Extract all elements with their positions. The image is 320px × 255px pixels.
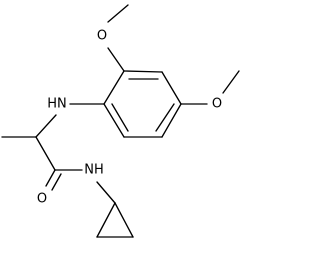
atom-label-nh-amide: NH [84, 163, 104, 178]
bond-ring-3 [161, 103, 182, 138]
bond-carbonyl-double-inner [51, 173, 62, 191]
bond-o-right-methyl [222, 70, 240, 94]
bond-chiral-carbon-carbonyl-carbon [35, 136, 56, 171]
bond-ring-1 [123, 70, 163, 73]
bond-carbonyl-double-outer [45, 169, 56, 187]
bond-ring-inner-2 [155, 103, 175, 132]
atom-label-nh-amine: HN [47, 97, 67, 112]
bond-ring-6 [103, 70, 125, 105]
bond-cyclopropyl-3 [114, 202, 134, 238]
atom-label-o-carbonyl: O [37, 192, 47, 207]
bond-nh-chiral-carbon [35, 114, 57, 138]
atom-label-o-right: O [212, 97, 222, 112]
bond-o-top-ring [107, 47, 125, 72]
bond-ring-5 [103, 103, 125, 138]
structure-canvas: O HN O O NH [1, 4, 240, 238]
bond-cyclopropyl-1 [96, 202, 116, 238]
atom-label-o-top: O [97, 29, 107, 44]
bond-ring-2 [161, 71, 182, 105]
bond-nh-cyclopropyl [96, 181, 116, 204]
bond-ring-inner-3 [111, 103, 129, 132]
chemical-structure-diagram: O HN O O NH [1, 4, 240, 238]
bond-methyl-o-top [107, 4, 129, 23]
